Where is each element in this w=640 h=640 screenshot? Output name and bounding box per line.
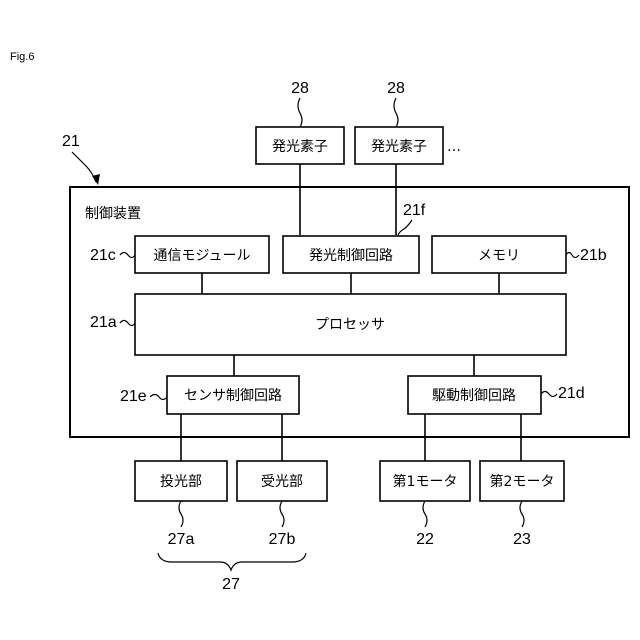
processor-label: プロセッサ	[315, 317, 385, 333]
emitter-lead	[179, 501, 183, 527]
drive-control-label: 駆動制御回路	[432, 388, 516, 404]
sensor-control-label: センサ制御回路	[184, 388, 282, 404]
motor-1-ref: 22	[416, 531, 434, 548]
sensor-group-brace	[158, 553, 306, 570]
receiver-label: 受光部	[261, 474, 303, 490]
motor-2-label: 第2モータ	[490, 473, 555, 490]
light-element-label-2: 発光素子	[371, 139, 427, 155]
memory-lead	[566, 253, 579, 258]
emitter-label: 投光部	[160, 474, 202, 490]
motor-1-label: 第1モータ	[393, 473, 458, 490]
figure-label: Fig.6	[10, 51, 34, 63]
comm-module-label: 通信モジュール	[153, 248, 250, 264]
emission-control-label: 発光制御回路	[309, 248, 393, 264]
controller-ref: 21	[62, 133, 80, 150]
motor-2-lead	[520, 501, 524, 527]
comm-module-lead	[120, 253, 135, 258]
memory-ref: 21b	[580, 247, 607, 264]
light-element-lead-1	[298, 98, 302, 127]
sensor-group-ref: 27	[222, 576, 240, 593]
receiver-lead	[280, 501, 284, 527]
processor-lead	[120, 321, 135, 326]
motor-2-ref: 23	[513, 531, 531, 548]
comm-module-ref: 21c	[90, 247, 116, 264]
memory-label: メモリ	[478, 248, 520, 264]
processor-ref: 21a	[90, 314, 117, 331]
emission-control-ref: 21f	[403, 202, 426, 219]
light-element-lead-2	[394, 98, 398, 127]
light-element-label-1: 発光素子	[272, 139, 328, 155]
drive-control-lead	[541, 392, 557, 397]
sensor-control-lead	[150, 395, 167, 400]
motor-1-lead	[423, 501, 427, 527]
emission-control-lead	[398, 220, 412, 235]
sensor-control-ref: 21e	[120, 388, 147, 405]
drive-control-ref: 21d	[558, 385, 585, 402]
controller-label: 制御装置	[85, 206, 141, 222]
controller-ref-arrow	[72, 152, 96, 182]
emitter-ref: 27a	[168, 531, 195, 548]
receiver-ref: 27b	[269, 531, 296, 548]
light-element-ref-1: 28	[291, 80, 309, 97]
ellipsis: …	[447, 139, 461, 155]
light-element-ref-2: 28	[387, 80, 405, 97]
